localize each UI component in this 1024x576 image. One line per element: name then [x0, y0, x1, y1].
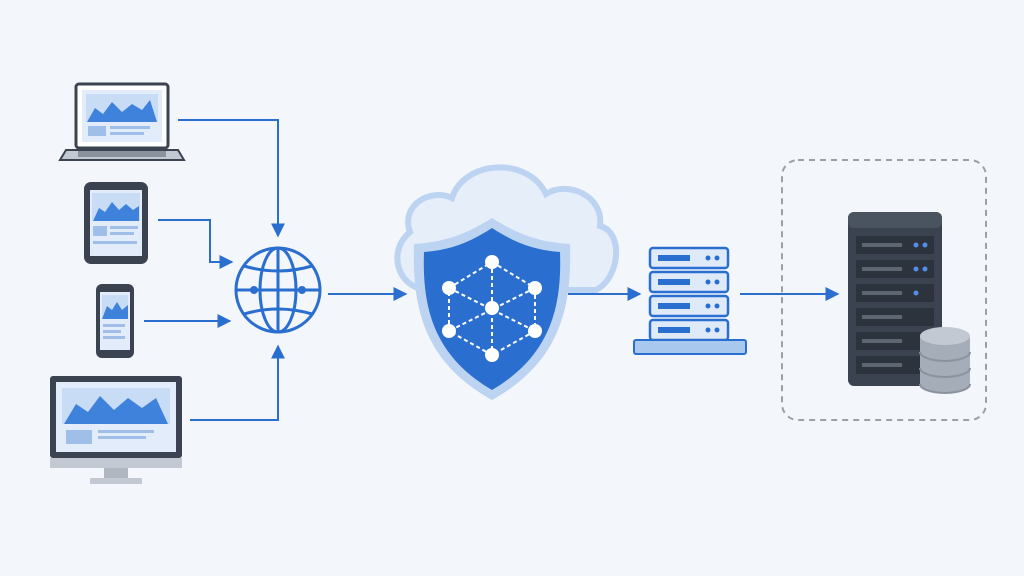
network-mesh-icon: [442, 255, 542, 362]
cloud-shield-network-icon: [394, 164, 619, 400]
tablet-icon: [84, 182, 148, 264]
database-icon: [919, 327, 971, 394]
connector-tablet-to-internet: [158, 219, 234, 269]
data-center-boundary: [781, 159, 987, 421]
server-tower-database-icon: [848, 212, 971, 394]
globe-icon: [234, 246, 322, 334]
server-tower-icon: [848, 212, 942, 386]
server-rack-icon: [633, 246, 747, 355]
connectors: [144, 119, 840, 421]
connector-laptop-to-internet: [178, 119, 285, 238]
smartphone-icon: [96, 284, 134, 358]
desktop-monitor-icon: [50, 376, 182, 484]
connector-desktop-to-internet: [190, 344, 285, 421]
laptop-icon: [58, 82, 186, 161]
